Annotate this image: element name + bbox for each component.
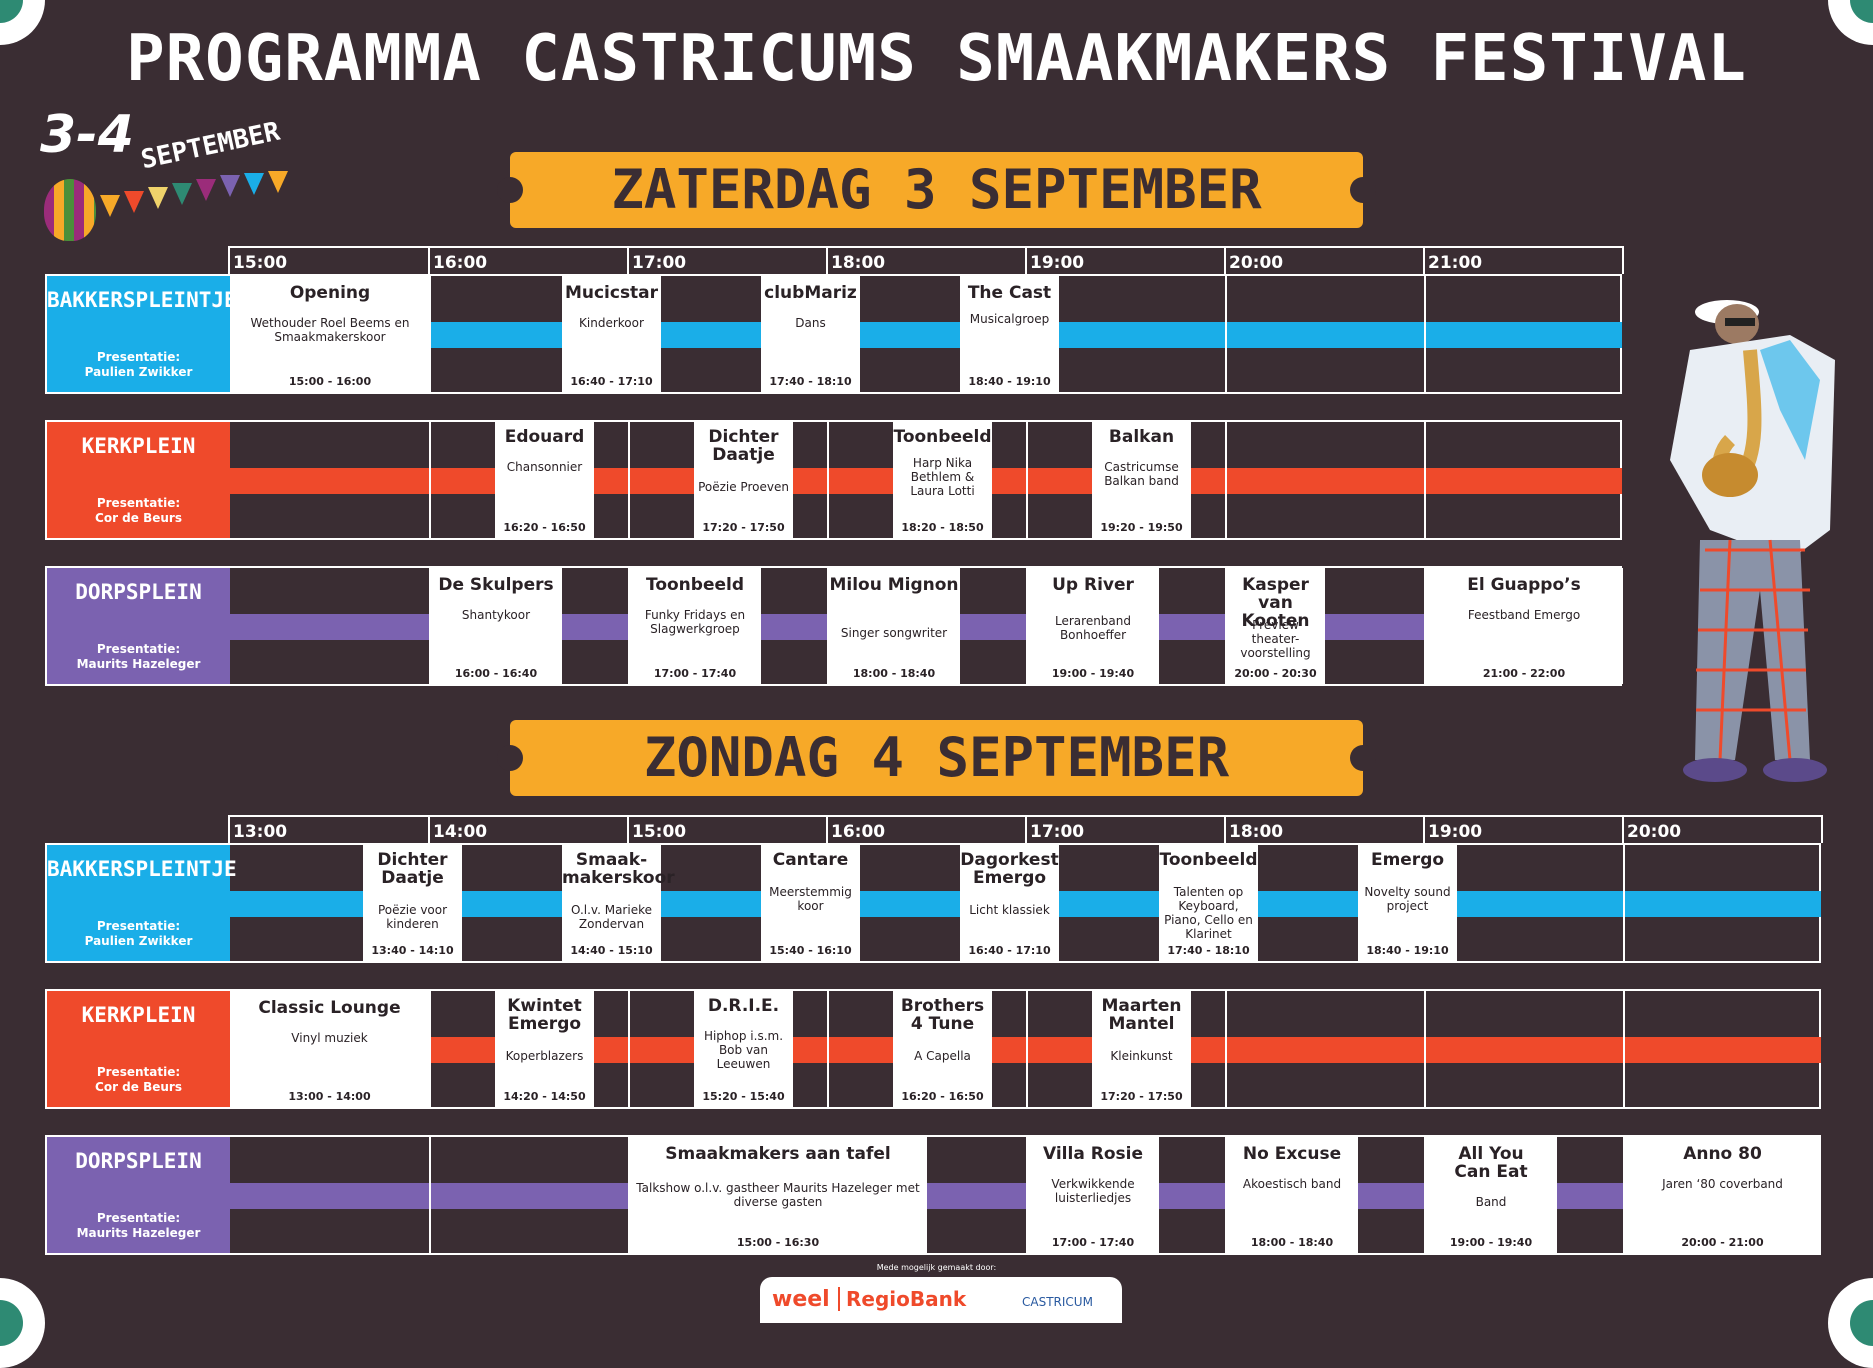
stage-host: Presentatie: Paulien Zwikker xyxy=(84,919,193,948)
event-card: All You Can Eat Band 19:00 - 19:40 xyxy=(1425,1137,1557,1253)
event-card: Classic Lounge Vinyl muziek 13:00 - 14:0… xyxy=(230,991,429,1107)
event-card: Milou Mignon Singer songwriter 18:00 - 1… xyxy=(828,568,960,684)
stage-host: Presentatie: Maurits Hazeleger xyxy=(76,642,201,671)
schedule-row-sat-dorpsplein: DORPSPLEIN Presentatie: Maurits Hazelege… xyxy=(45,566,1623,686)
event-card: Smaakmakers aan tafel Talkshow o.l.v. ga… xyxy=(629,1137,927,1253)
page-title: PROGRAMMA CASTRICUMS SMAAKMAKERS FESTIVA… xyxy=(126,22,1747,96)
time-label: 17:00 xyxy=(627,248,827,274)
day-banner-sunday: ZONDAG 4 SEPTEMBER xyxy=(497,720,1376,796)
stage-label-bakkerspleintje: BAKKERSPLEINTJE Presentatie: Paulien Zwi… xyxy=(47,276,237,392)
corner-decoration-bottom-left xyxy=(0,1278,45,1368)
regiobank-logo: RegioBank xyxy=(838,1287,966,1311)
time-label: 18:00 xyxy=(826,248,1026,274)
saxophone-player-illustration xyxy=(1590,290,1840,790)
time-label: 21:00 xyxy=(1423,248,1623,274)
time-label: 16:00 xyxy=(826,817,1026,843)
bunting-flags xyxy=(100,171,310,217)
event-card: Opening Wethouder Roel Beems en Smaakmak… xyxy=(230,276,430,392)
stage-label-dorpsplein: DORPSPLEIN Presentatie: Maurits Hazelege… xyxy=(47,1137,230,1253)
schedule-row-sun-dorpsplein: DORPSPLEIN Presentatie: Maurits Hazelege… xyxy=(45,1135,1821,1255)
event-card: Toonbeeld Funky Fridays en Slagwerkgroep… xyxy=(629,568,761,684)
event-card: De Skulpers Shantykoor 16:00 - 16:40 xyxy=(430,568,562,684)
time-label: 14:00 xyxy=(428,817,628,843)
corner-decoration-bottom-right xyxy=(1828,1278,1873,1368)
event-card: Emergo Novelty sound project 18:40 - 19:… xyxy=(1358,845,1457,961)
stage-label-kerkplein: KERKPLEIN Presentatie: Cor de Beurs xyxy=(47,991,230,1107)
event-card: Kasper van Kooten Preview theater-voorst… xyxy=(1226,568,1325,684)
event-card: Dichter Daatje Poëzie Proeven 17:20 - 17… xyxy=(694,422,793,538)
stage-host: Presentatie: Maurits Hazeleger xyxy=(76,1211,201,1240)
event-card: Brothers 4 Tune A Capella 16:20 - 16:50 xyxy=(893,991,992,1107)
event-card: The Cast Musicalgroep 18:40 - 19:10 xyxy=(960,276,1059,392)
weel-logo: weel xyxy=(772,1287,830,1312)
time-label: 13:00 xyxy=(228,817,428,843)
time-label: 19:00 xyxy=(1423,817,1623,843)
day-banner-saturday: ZATERDAG 3 SEPTEMBER xyxy=(497,152,1376,228)
date-badge: 3-4 SEPTEMBER xyxy=(40,105,310,255)
badge-dates: 3-4 xyxy=(40,105,134,165)
schedule-row-sat-kerkplein: KERKPLEIN Presentatie: Cor de Beurs Edou… xyxy=(45,420,1622,540)
schedule-row-sat-bakkerspleintje: BAKKERSPLEINTJE Presentatie: Paulien Zwi… xyxy=(45,274,1622,394)
event-card: D.R.I.E. Hiphop i.s.m. Bob van Leeuwen 1… xyxy=(694,991,793,1107)
corner-decoration-top-left xyxy=(0,0,45,45)
time-label: 15:00 xyxy=(228,248,428,274)
stage-label-dorpsplein: DORPSPLEIN Presentatie: Maurits Hazelege… xyxy=(47,568,230,684)
stage-host: Presentatie: Cor de Beurs xyxy=(95,1065,182,1094)
time-label: 20:00 xyxy=(1224,248,1424,274)
event-card: Dichter Daatje Poëzie voor kinderen 13:4… xyxy=(363,845,462,961)
event-card: Kwintet Emergo Koperblazers 14:20 - 14:5… xyxy=(495,991,594,1107)
event-card: Dagorkest Emergo Licht klassiek 16:40 - … xyxy=(960,845,1059,961)
stage-name: BAKKERSPLEINTJE xyxy=(47,857,237,881)
event-card: Up River Lerarenband Bonhoeffer 19:00 - … xyxy=(1027,568,1159,684)
stage-label-kerkplein: KERKPLEIN Presentatie: Cor de Beurs xyxy=(47,422,230,538)
time-label: 19:00 xyxy=(1025,248,1225,274)
event-card: Cantare Meerstemmig koor 15:40 - 16:10 xyxy=(761,845,860,961)
event-card: Toonbeeld Harp Nika Bethlem & Laura Lott… xyxy=(893,422,992,538)
time-axis-sunday: 13:00 14:00 15:00 16:00 17:00 18:00 19:0… xyxy=(228,815,1823,843)
stage-host: Presentatie: Paulien Zwikker xyxy=(84,350,193,379)
stage-label-bakkerspleintje: BAKKERSPLEINTJE Presentatie: Paulien Zwi… xyxy=(47,845,237,961)
event-card: Villa Rosie Verkwikkende luisterliedjes … xyxy=(1027,1137,1159,1253)
time-axis-saturday: 15:00 16:00 17:00 18:00 19:00 20:00 21:0… xyxy=(228,246,1624,274)
time-label: 17:00 xyxy=(1025,817,1225,843)
stage-name: DORPSPLEIN xyxy=(75,1149,202,1173)
credit-text: Mede mogelijk gemaakt door: xyxy=(876,1263,997,1272)
event-card: Balkan Castricumse Balkan band 19:20 - 1… xyxy=(1092,422,1191,538)
event-card: Mucicstar Kinderkoor 16:40 - 17:10 xyxy=(562,276,661,392)
badge-month: SEPTEMBER xyxy=(138,116,283,176)
schedule-row-sun-kerkplein: KERKPLEIN Presentatie: Cor de Beurs Clas… xyxy=(45,989,1821,1109)
time-label: 18:00 xyxy=(1224,817,1424,843)
time-label: 15:00 xyxy=(627,817,827,843)
event-card: El Guappo’s Feestband Emergo 21:00 - 22:… xyxy=(1425,568,1623,684)
stage-name: BAKKERSPLEINTJE xyxy=(47,288,237,312)
event-card: Anno 80 Jaren ‘80 coverband 20:00 - 21:0… xyxy=(1624,1137,1821,1253)
sponsor-logos: weel RegioBank CASTRICUM xyxy=(760,1277,1122,1323)
event-card: Maarten Mantel Kleinkunst 17:20 - 17:50 xyxy=(1092,991,1191,1107)
stage-host: Presentatie: Cor de Beurs xyxy=(95,496,182,525)
time-label: 20:00 xyxy=(1622,817,1822,843)
stage-name: DORPSPLEIN xyxy=(75,580,202,604)
schedule-row-sun-bakkerspleintje: BAKKERSPLEINTJE Presentatie: Paulien Zwi… xyxy=(45,843,1821,963)
event-card: clubMariz Dans 17:40 - 18:10 xyxy=(761,276,860,392)
event-card: Smaak-makerskoor O.l.v. Marieke Zonderva… xyxy=(562,845,675,961)
event-card: Toonbeeld Talenten op Keyboard, Piano, C… xyxy=(1159,845,1258,961)
hot-air-balloon-icon xyxy=(44,179,96,241)
time-label: 16:00 xyxy=(428,248,628,274)
stage-name: KERKPLEIN xyxy=(81,434,196,458)
castricum-logo: CASTRICUM xyxy=(1022,1295,1093,1309)
stage-name: KERKPLEIN xyxy=(81,1003,196,1027)
event-card: Edouard Chansonnier 16:20 - 16:50 xyxy=(495,422,594,538)
event-card: No Excuse Akoestisch band 18:00 - 18:40 xyxy=(1226,1137,1358,1253)
